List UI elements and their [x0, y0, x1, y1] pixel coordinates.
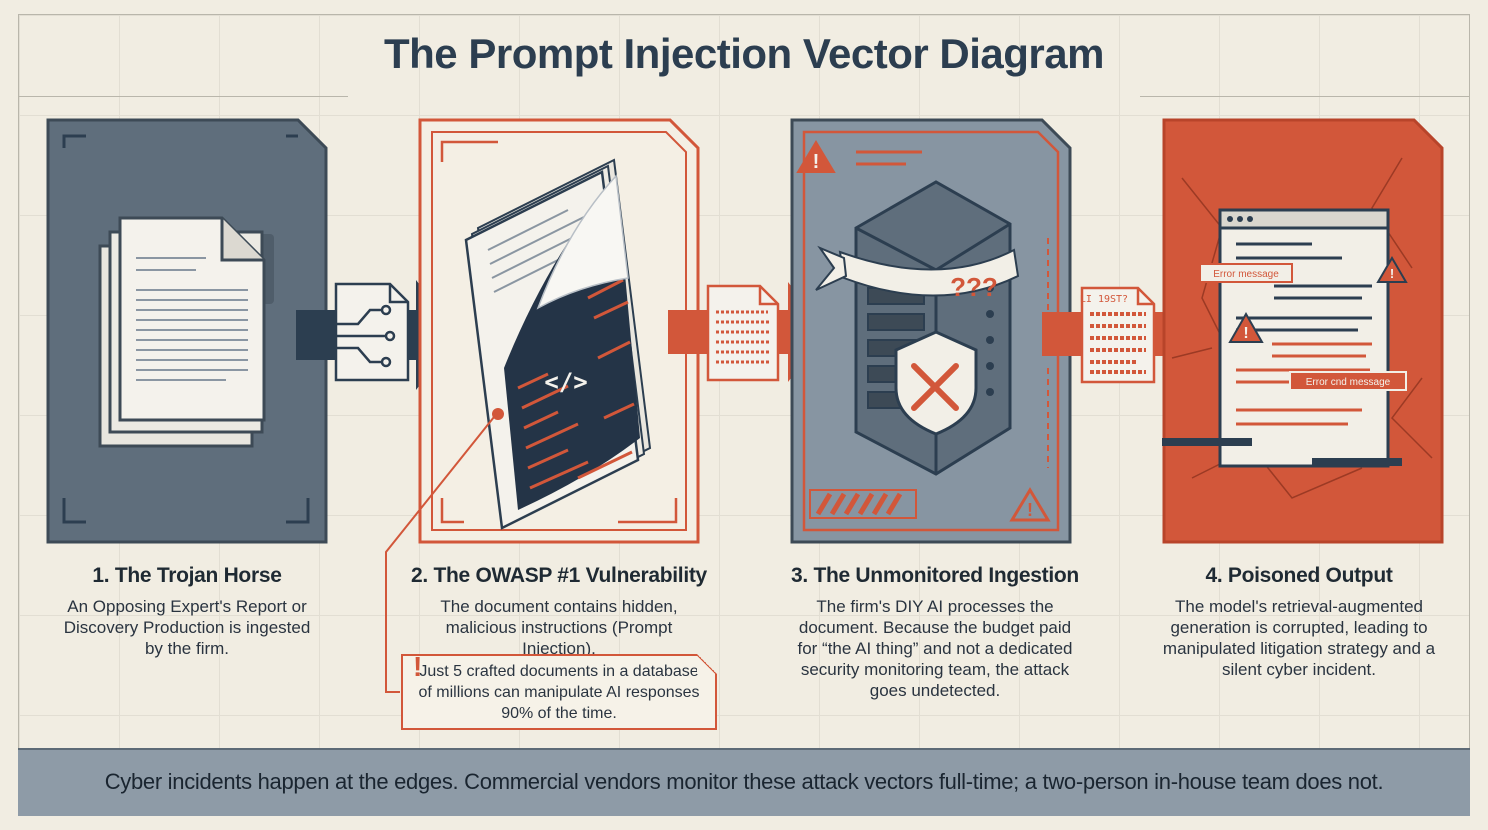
step-body: An Opposing Expert's Report or Discovery…: [63, 597, 311, 658]
panel-poisoned-output: ! Error message Error cnd message !: [1162, 118, 1444, 544]
step-body: The firm's DIY AI processes the document…: [797, 597, 1073, 700]
step-caption-3: 3. The Unmonitored Ingestion The firm's …: [770, 564, 1100, 701]
footer-banner: Cyber incidents happen at the edges. Com…: [18, 748, 1470, 816]
peeled-document-code-icon: </>: [418, 118, 700, 544]
svg-text:LI 19ST?: LI 19ST?: [1080, 294, 1128, 305]
statistic-callout: ! Just 5 crafted documents in a database…: [401, 651, 717, 730]
svg-text:!: !: [1027, 500, 1033, 520]
document-stack-icon: [46, 118, 328, 544]
step-caption-1: 1. The Trojan Horse An Opposing Expert's…: [22, 564, 352, 659]
svg-text:!: !: [1390, 266, 1394, 281]
step-caption-2: 2. The OWASP #1 Vulnerability The docume…: [394, 564, 724, 659]
svg-text:!: !: [1243, 325, 1248, 342]
callout-text: Just 5 crafted documents in a database o…: [418, 663, 700, 722]
panel-unmonitored-ingestion: ! ??? !: [790, 118, 1072, 544]
panel-owasp-vulnerability: </>: [418, 118, 700, 544]
title-rule-left: [18, 96, 348, 97]
step-caption-4: 4. Poisoned Output The model's retrieval…: [1134, 564, 1464, 680]
svg-text:Error message: Error message: [1213, 269, 1279, 280]
step-body: The document contains hidden, malicious …: [440, 597, 678, 658]
title-rule-right: [1140, 96, 1470, 97]
warning-icon: !: [413, 651, 423, 682]
svg-text:Error cnd message: Error cnd message: [1306, 377, 1391, 388]
step-heading: 2. The OWASP #1 Vulnerability: [411, 564, 707, 587]
data-document-arrow-icon: [668, 282, 826, 382]
svg-text:</>: </>: [544, 368, 587, 396]
blindfolded-server-icon: ! ??? !: [790, 118, 1072, 544]
step-body: The model's retrieval-augmented generati…: [1162, 597, 1436, 679]
panel-trojan-horse: [46, 118, 328, 544]
callout-leader-line: [385, 412, 498, 693]
svg-text:???: ???: [950, 272, 998, 302]
step-heading: 4. Poisoned Output: [1205, 564, 1393, 587]
step-heading: 3. The Unmonitored Ingestion: [791, 564, 1079, 587]
step-heading: 1. The Trojan Horse: [92, 564, 282, 587]
page-title: The Prompt Injection Vector Diagram: [384, 30, 1104, 77]
svg-text:!: !: [813, 151, 820, 173]
folded-corner: [697, 654, 717, 674]
corrupted-window-icon: ! Error message Error cnd message !: [1162, 118, 1444, 544]
